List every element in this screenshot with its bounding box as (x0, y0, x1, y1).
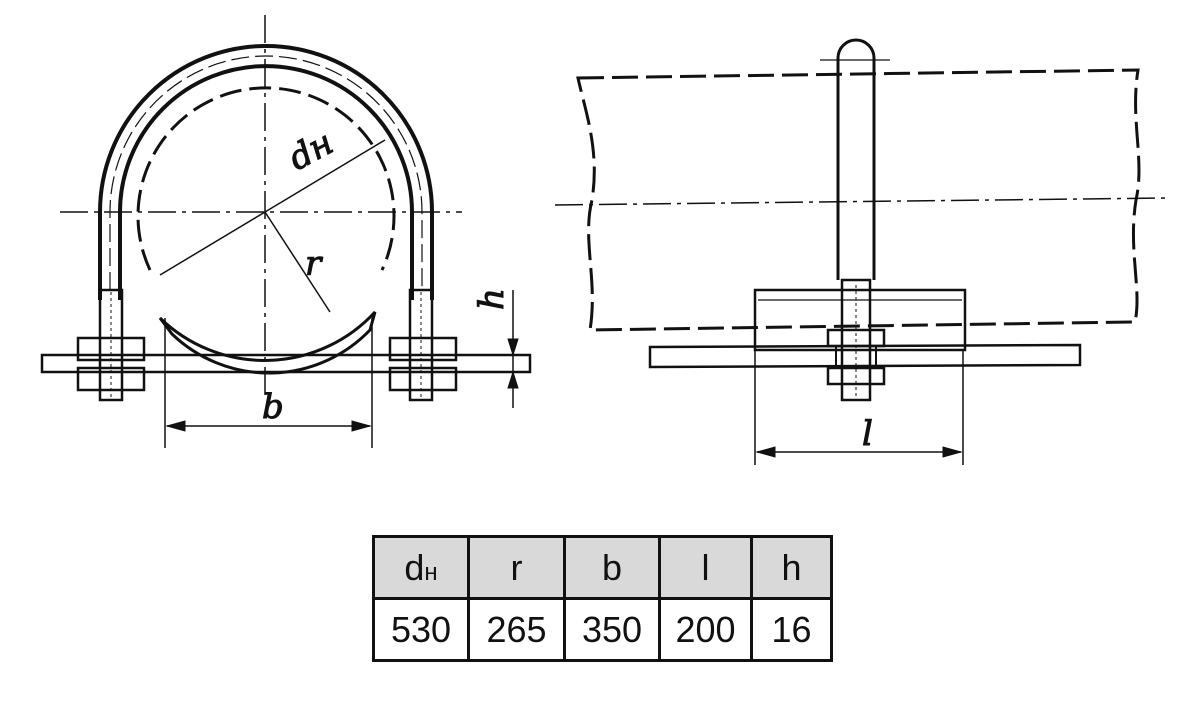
value-h: 16 (750, 597, 833, 662)
header-h: h (750, 535, 833, 600)
saddle (158, 310, 377, 375)
value-r: 265 (467, 597, 566, 662)
label-dn: dн (282, 123, 340, 179)
label-l: l (862, 414, 873, 454)
nut (76, 366, 146, 392)
u-bolt-outer (98, 44, 434, 300)
label-r: r (305, 244, 323, 284)
header-dn: dн (372, 535, 470, 600)
bolt-shank (836, 38, 876, 280)
header-r: r (467, 535, 566, 600)
nut (388, 336, 458, 362)
value-l: 200 (658, 597, 753, 662)
value-b: 350 (563, 597, 661, 662)
pipe-outline (136, 86, 396, 271)
header-b: b (563, 535, 661, 600)
pipe-section (576, 68, 1141, 332)
label-b: b (262, 387, 284, 427)
nut (388, 366, 458, 392)
header-subscript: н (424, 558, 438, 586)
value-dn: 530 (372, 597, 470, 662)
dimensions-table: dн r b l h 530 265 350 200 16 (372, 535, 833, 662)
table-header-row: dн r b l h (372, 535, 833, 600)
header-text: d (404, 546, 425, 588)
nut (76, 336, 146, 362)
base-plate-side (648, 343, 1082, 369)
header-l: l (658, 535, 753, 600)
saddle-side (753, 288, 967, 352)
u-bolt-inner (118, 64, 414, 300)
pipe-centerline (554, 197, 1169, 206)
u-bolt-axis (109, 55, 423, 290)
table-row: 530 265 350 200 16 (372, 597, 833, 662)
front-view: dн r b h (40, 15, 532, 448)
label-h: h (472, 288, 512, 310)
side-view: l (554, 38, 1169, 465)
